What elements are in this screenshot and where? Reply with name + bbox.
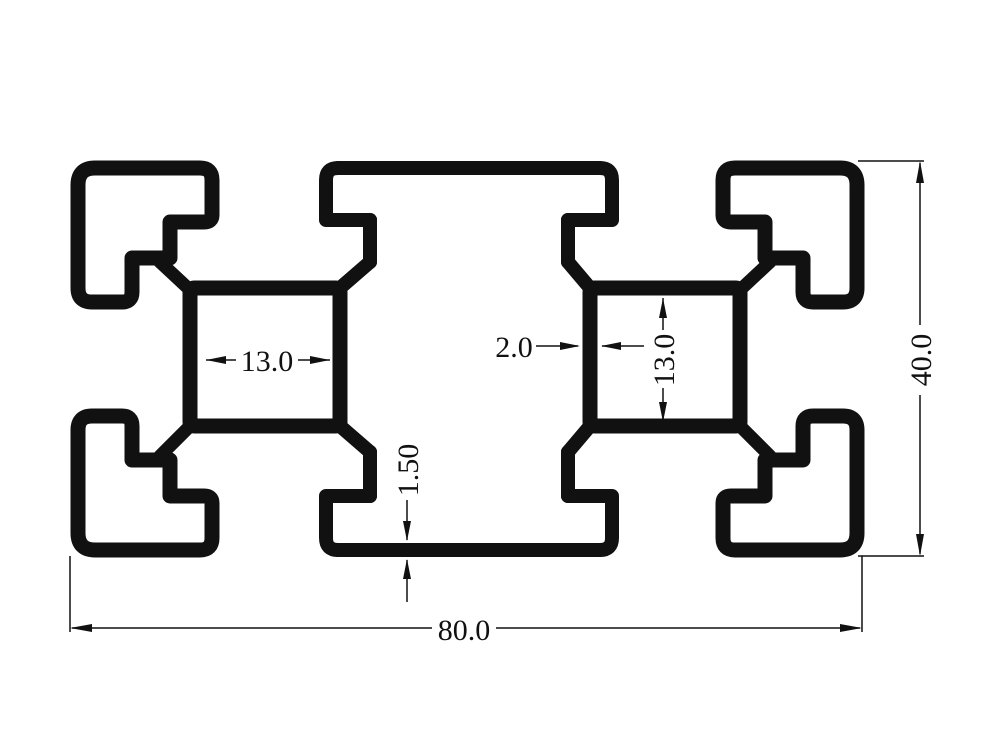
cavity-width-label: 13.0 bbox=[241, 345, 294, 378]
dimension-wall-thickness: 1.50 bbox=[392, 444, 425, 602]
arrow-up-icon bbox=[916, 161, 924, 183]
corner-lobe-top-left bbox=[70, 160, 220, 310]
center-chamber-interior bbox=[380, 178, 560, 540]
web-left-tl bbox=[153, 255, 197, 297]
arrow-left-icon bbox=[70, 624, 92, 632]
dimension-overall-width: 80.0 bbox=[69, 556, 863, 647]
wall-thickness-label: 1.50 bbox=[392, 444, 425, 497]
dimension-cavity-width: 13.0 bbox=[206, 345, 330, 378]
arrow-down-icon bbox=[916, 534, 924, 556]
dimension-web-thickness: 2.0 bbox=[495, 331, 644, 364]
overall-height-label: 40.0 bbox=[905, 334, 938, 387]
arrow-left-icon bbox=[601, 342, 621, 350]
arrow-right-icon bbox=[560, 342, 580, 350]
web-right-br bbox=[733, 419, 777, 463]
web-left-bl bbox=[153, 419, 197, 463]
arrow-right-icon bbox=[840, 624, 862, 632]
arrow-up-icon bbox=[659, 298, 667, 318]
overall-width-label: 80.0 bbox=[438, 614, 491, 647]
corner-lobe-top-right bbox=[715, 160, 865, 310]
web-thickness-label: 2.0 bbox=[495, 331, 533, 364]
dimension-overall-height: 40.0 bbox=[858, 160, 938, 557]
web-right-tr bbox=[733, 255, 777, 297]
arrow-left-icon bbox=[206, 356, 226, 364]
corner-lobe-bottom-left bbox=[70, 408, 220, 558]
arrow-right-icon bbox=[310, 356, 330, 364]
dimension-cavity-height: 13.0 bbox=[648, 298, 681, 422]
arrow-down-icon bbox=[403, 521, 411, 541]
corner-lobe-bottom-right bbox=[715, 408, 865, 558]
extrusion-profile bbox=[70, 160, 865, 558]
cavity-height-label: 13.0 bbox=[648, 334, 681, 387]
arrow-up-icon bbox=[403, 559, 411, 579]
arrow-down-icon bbox=[659, 402, 667, 422]
